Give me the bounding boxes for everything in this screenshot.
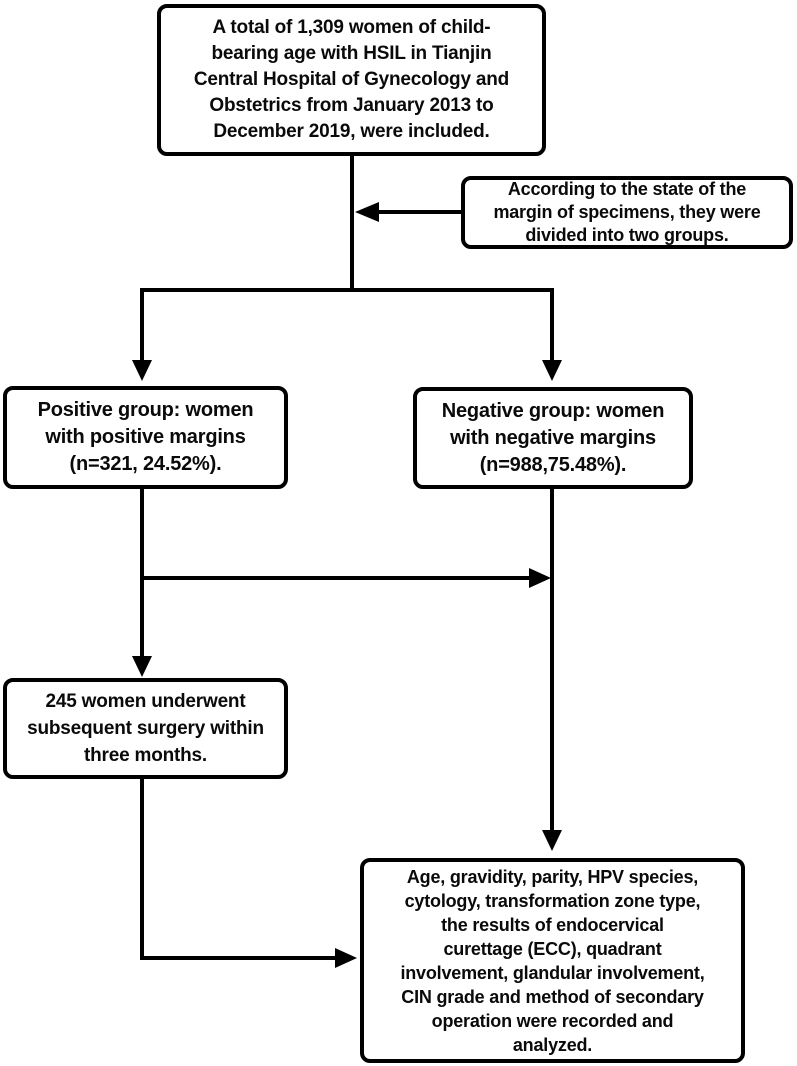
arrowhead-down-outcomes xyxy=(542,830,562,851)
flow-box-margin-grouping: According to the state of the margin of … xyxy=(461,176,793,249)
arrowhead-right-into-negative-branch xyxy=(529,568,551,588)
flow-box-subsequent-surgery: 245 women underwent subsequent surgery w… xyxy=(3,678,288,779)
arrowhead-down-positive xyxy=(132,360,152,381)
arrowhead-down-negative xyxy=(542,360,562,381)
arrowhead-right-into-outcomes xyxy=(335,948,357,968)
flow-box-positive-group: Positive group: women with positive marg… xyxy=(3,386,288,489)
arrowhead-down-surgery xyxy=(132,656,152,677)
flow-box-negative-group: Negative group: women with negative marg… xyxy=(413,387,693,489)
flow-box-total-included: A total of 1,309 women of child- bearing… xyxy=(157,4,546,156)
arrowhead-left-into-stem xyxy=(355,202,379,222)
flow-box-outcomes-recorded: Age, gravidity, parity, HPV species, cyt… xyxy=(360,858,745,1063)
connector-surgery-to-outcomes xyxy=(140,777,337,960)
